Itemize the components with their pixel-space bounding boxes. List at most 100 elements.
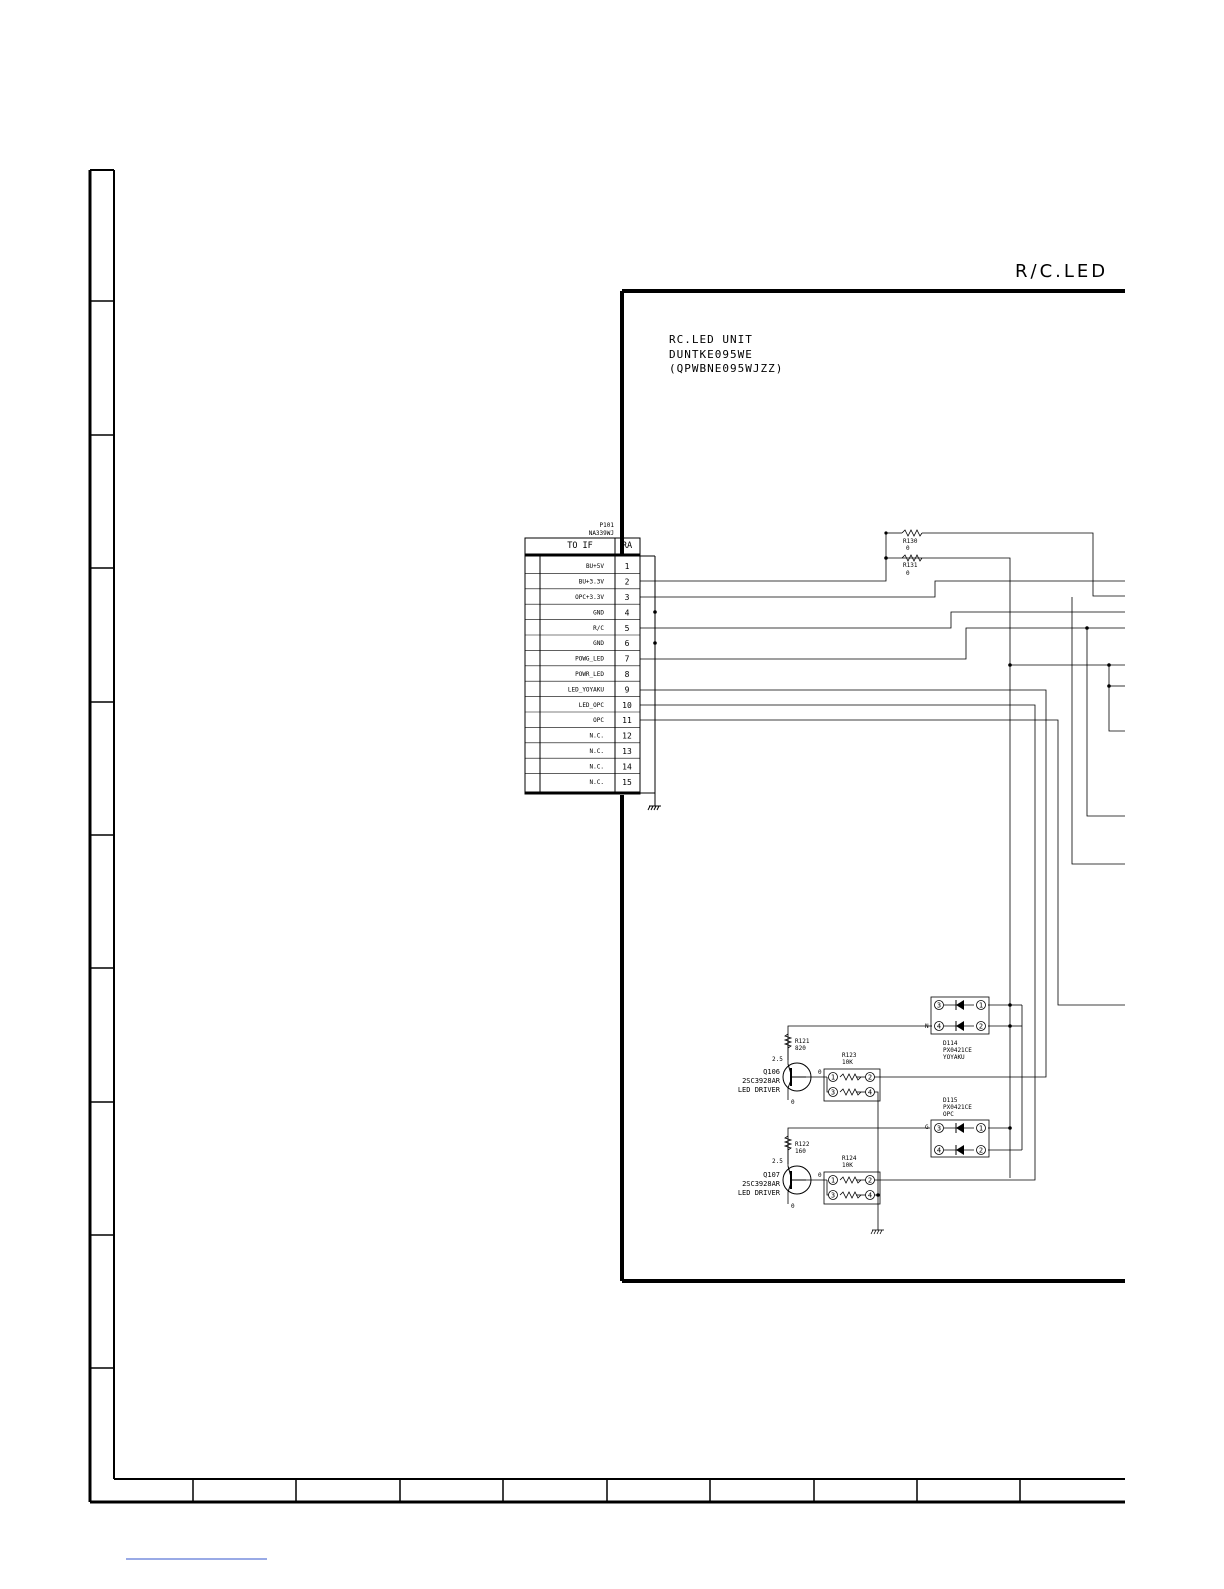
resistor-ref: R122 <box>795 1141 810 1148</box>
transistor-role: LED DRIVER <box>738 1086 781 1094</box>
pad-number: 2 <box>979 1023 983 1031</box>
unit-pwb: (QPWBNE095WJZZ) <box>669 362 783 375</box>
pad-marker <box>934 1021 944 1031</box>
diode-arrow <box>956 1123 964 1133</box>
resistor-value: 10K <box>842 1162 853 1169</box>
pin-number-label: 12 <box>622 732 632 741</box>
junction-dot <box>1107 663 1111 667</box>
pad-marker <box>934 1000 944 1010</box>
unit-border <box>620 289 1125 1283</box>
pin-number-label: 4 <box>625 608 630 617</box>
pad-marker <box>934 1123 944 1133</box>
pad-marker <box>828 1175 838 1185</box>
pin-signal-label: POWG_LED <box>575 656 604 663</box>
pin-signal-label: OPC+3.3V <box>575 594 604 601</box>
pad-number: 1 <box>831 1074 835 1082</box>
pin-signal-label: BU+5V <box>586 563 604 570</box>
emitter-voltage: 0 <box>791 1203 795 1210</box>
pad-number: 2 <box>868 1177 872 1185</box>
pad-marker <box>934 1145 944 1155</box>
resistor-value: 820 <box>795 1045 806 1052</box>
pin-signal-label: LED_YOYAKU <box>568 686 605 693</box>
diode-mark: G <box>925 1124 929 1131</box>
base-voltage: 0 <box>818 1069 822 1076</box>
ground-symbol <box>640 555 661 811</box>
pad-number: 1 <box>979 1125 983 1133</box>
sheet-frame <box>88 169 1125 1504</box>
pad-number: 3 <box>937 1002 941 1010</box>
resistor-value: 160 <box>795 1148 806 1155</box>
pin-signal-label: POWR_LED <box>575 671 604 678</box>
diode-arrow <box>956 1145 964 1155</box>
transistor-ref: Q106 <box>763 1068 780 1076</box>
pad-marker <box>828 1072 838 1082</box>
section-title: R/C.LED <box>1015 261 1108 282</box>
pad-number: 3 <box>831 1089 835 1097</box>
collector-voltage: 2.5 <box>772 1056 783 1063</box>
pin-signal-label: OPC <box>593 717 604 724</box>
pin-number-label: 2 <box>625 578 630 587</box>
pad-marker <box>865 1175 875 1185</box>
pad-number: 2 <box>979 1147 983 1155</box>
diode-ref: D114 <box>943 1040 958 1047</box>
transistor-ref: Q107 <box>763 1171 780 1179</box>
unit-code: DUNTKE095WE <box>669 348 753 361</box>
emitter-voltage: 0 <box>791 1099 795 1106</box>
pin-number-label: 7 <box>625 655 630 664</box>
pad-marker <box>865 1072 875 1082</box>
transistor-q106-symbol <box>782 1062 812 1092</box>
pad-number: 4 <box>937 1023 941 1031</box>
pin-signal-label: N.C. <box>590 779 604 786</box>
pin-signal-label: BU+3.3V <box>579 579 605 586</box>
resistor-value: 0 <box>906 545 910 552</box>
pin-number-label: 3 <box>625 593 630 602</box>
resistor-ref: R124 <box>842 1155 857 1162</box>
connector-header-right: RA <box>622 541 632 551</box>
diode-arrow <box>956 1021 964 1031</box>
pin-number-label: 11 <box>622 716 632 725</box>
pad-number: 1 <box>831 1177 835 1185</box>
resistor-ref: R130 <box>903 538 918 545</box>
junction-dot <box>653 610 657 614</box>
resistor-r124 <box>839 1176 862 1199</box>
junction-dot <box>1008 1126 1012 1130</box>
pad-number: 3 <box>831 1192 835 1200</box>
pad-marker <box>976 1000 986 1010</box>
junction-dot <box>884 556 888 560</box>
transistor-part: 2SC3928AR <box>742 1077 781 1085</box>
junction-dot <box>1085 626 1089 630</box>
signal-wires <box>640 532 1125 1181</box>
base-voltage: 0 <box>818 1172 822 1179</box>
resistor-r123 <box>839 1073 862 1096</box>
pad-number: 2 <box>868 1074 872 1082</box>
pin-number-label: 9 <box>625 685 630 694</box>
junction-dot <box>884 531 888 535</box>
led-driver-q106-wiring <box>787 1025 930 1230</box>
resistor-ref: R131 <box>903 562 918 569</box>
pin-signal-label: GND <box>593 609 604 616</box>
pin-signal-label: N.C. <box>590 763 604 770</box>
pin-signal-label: R/C <box>593 625 604 632</box>
pin-number-label: 13 <box>622 747 632 756</box>
junction-dot <box>876 1193 880 1197</box>
pin-number-label: 15 <box>622 778 632 787</box>
pad-number: 4 <box>937 1147 941 1155</box>
pad-number: 1 <box>979 1002 983 1010</box>
diode-part: PX0421CE <box>943 1047 972 1054</box>
resistor-r122 <box>783 1135 793 1151</box>
resistor-r131 <box>901 554 923 562</box>
pad-marker <box>976 1021 986 1031</box>
resistor-r121 <box>783 1033 793 1049</box>
transistor-role: LED DRIVER <box>738 1189 781 1197</box>
junction-dot <box>1008 663 1012 667</box>
pin-number-label: 1 <box>625 562 630 571</box>
junction-dot <box>653 641 657 645</box>
resistor-r130 <box>901 529 923 537</box>
pin-number-label: 10 <box>622 701 632 710</box>
pin-signal-label: N.C. <box>590 748 604 755</box>
pin-number-label: 14 <box>622 762 632 771</box>
pin-signal-label: GND <box>593 640 604 647</box>
